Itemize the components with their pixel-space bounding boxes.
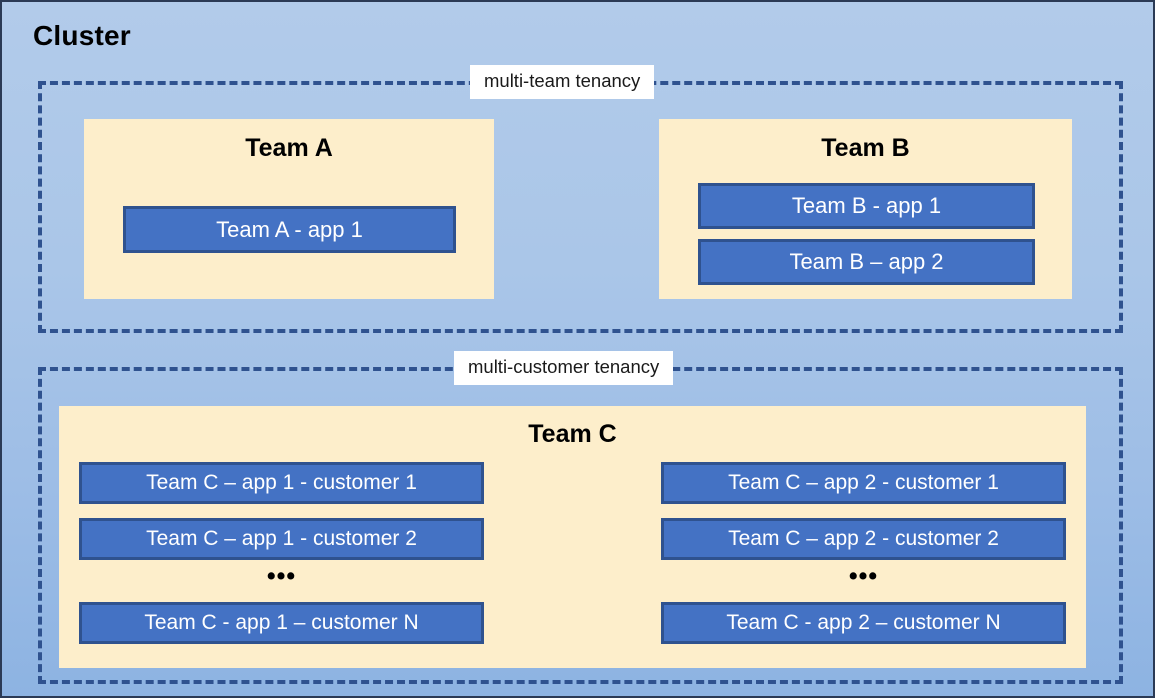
app-box-team-c-app-2-customer-2[interactable]: Team C – app 2 - customer 2 xyxy=(661,518,1066,560)
page-title: Cluster xyxy=(33,20,131,51)
app-box-team-b-app-1[interactable]: Team B - app 1 xyxy=(698,183,1035,229)
team-heading-team-c: Team C xyxy=(528,420,617,448)
app-column-team-c-app-1: Team C – app 1 - customer 1 Team C – app… xyxy=(79,462,484,644)
app-box-team-a-app-1[interactable]: Team A - app 1 xyxy=(123,206,456,253)
team-panel-team-c: Team C Team C – app 1 - customer 1 Team … xyxy=(59,406,1086,668)
app-box-team-c-app-2-customer-1[interactable]: Team C – app 2 - customer 1 xyxy=(661,462,1066,504)
tenancy-group-label-multi-customer: multi-customer tenancy xyxy=(454,351,674,385)
app-box-team-c-app-1-customer-n[interactable]: Team C - app 1 – customer N xyxy=(79,602,484,644)
app-column-team-c-app-2: Team C – app 2 - customer 1 Team C – app… xyxy=(661,462,1066,644)
app-list-team-b: Team B - app 1 Team B – app 2 xyxy=(698,183,1035,285)
app-box-team-c-app-2-customer-n[interactable]: Team C - app 2 – customer N xyxy=(661,602,1066,644)
app-box-team-b-app-2[interactable]: Team B – app 2 xyxy=(698,239,1035,285)
ellipsis-team-c-app-2: ••• xyxy=(848,562,879,590)
app-box-team-c-app-1-customer-2[interactable]: Team C – app 1 - customer 2 xyxy=(79,518,484,560)
ellipsis-team-c-app-1: ••• xyxy=(266,562,297,590)
team-panel-team-b: Team B Team B - app 1 Team B – app 2 xyxy=(659,119,1072,299)
app-list-team-a: Team A - app 1 xyxy=(123,206,456,253)
team-heading-team-a: Team A xyxy=(245,134,333,162)
app-columns-team-c: Team C – app 1 - customer 1 Team C – app… xyxy=(59,462,1086,644)
tenancy-group-label-multi-team: multi-team tenancy xyxy=(470,65,655,99)
team-panel-team-a: Team A Team A - app 1 xyxy=(84,119,494,299)
team-heading-team-b: Team B xyxy=(821,134,910,162)
app-box-team-c-app-1-customer-1[interactable]: Team C – app 1 - customer 1 xyxy=(79,462,484,504)
